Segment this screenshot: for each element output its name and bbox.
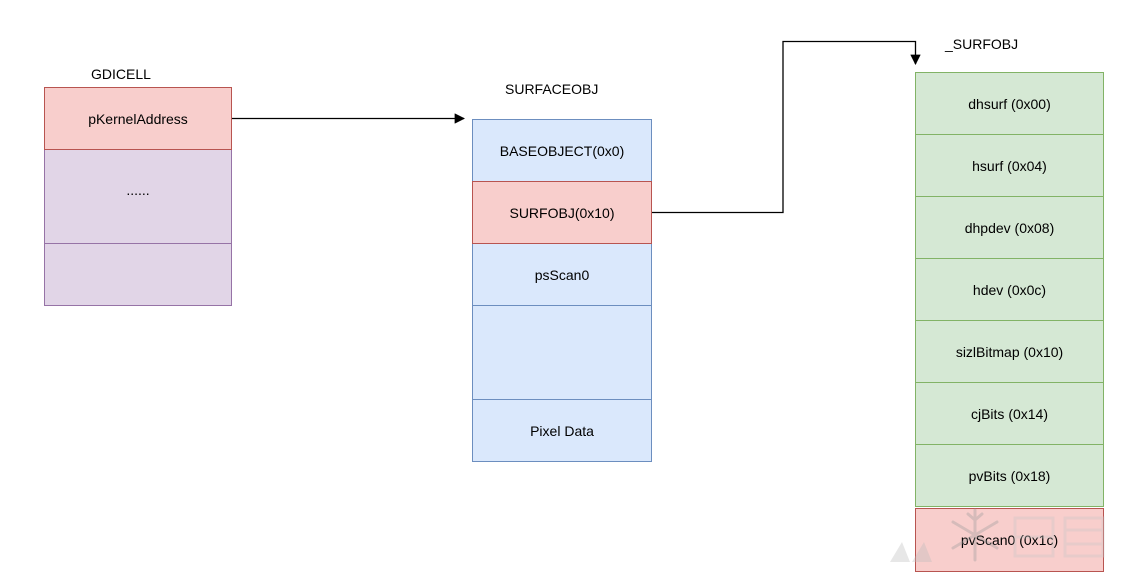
gdicell-struct: pKernelAddress ...... [44, 87, 232, 306]
surfobj-dhpdev-cell: dhpdev (0x08) [915, 196, 1104, 259]
gdicell-empty-cell [44, 243, 232, 306]
surfaceobj-title: SURFACEOBJ [505, 81, 599, 97]
cell-label: pvBits (0x18) [968, 467, 1051, 484]
cell-label: hsurf (0x04) [972, 157, 1047, 174]
surfobj-struct: dhsurf (0x00) hsurf (0x04) dhpdev (0x08)… [915, 72, 1104, 572]
surfobj-pvscan0-cell: pvScan0 (0x1c) [915, 508, 1104, 572]
cell-label: ...... [126, 181, 150, 198]
cell-label: BASEOBJECT(0x0) [499, 142, 625, 159]
surfaceobj-struct: BASEOBJECT(0x0) SURFOBJ(0x10) psScan0 Pi… [472, 119, 652, 462]
cell-label: cjBits (0x14) [970, 405, 1049, 422]
surfobj-cjbits-cell: cjBits (0x14) [915, 382, 1104, 445]
surfaceobj-baseobject-cell: BASEOBJECT(0x0) [472, 119, 652, 182]
arrow-surfobj-to-surfobj-struct [652, 40, 921, 214]
cell-label: sizlBitmap (0x10) [955, 343, 1064, 360]
gdicell-title: GDICELL [91, 66, 151, 82]
cell-label: Pixel Data [530, 422, 594, 439]
surfobj-sizlbitmap-cell: sizlBitmap (0x10) [915, 320, 1104, 383]
gdicell-ellipsis-cell: ...... [44, 149, 232, 244]
gdicell-pkerneladdress-cell: pKernelAddress [44, 87, 232, 150]
surfobj-hdev-cell: hdev (0x0c) [915, 258, 1104, 321]
surfobj-hsurf-cell: hsurf (0x04) [915, 134, 1104, 197]
surfaceobj-surfobj-cell: SURFOBJ(0x10) [472, 181, 652, 244]
cell-label: pKernelAddress [88, 110, 188, 127]
surfobj-title: _SURFOBJ [945, 36, 1019, 52]
cell-label: pvScan0 (0x1c) [960, 532, 1059, 548]
surfobj-dhsurf-cell: dhsurf (0x00) [915, 72, 1104, 135]
surfaceobj-psscan0-cell: psScan0 [472, 243, 652, 306]
cell-label: SURFOBJ(0x10) [509, 204, 615, 221]
cell-label: dhsurf (0x00) [968, 95, 1051, 112]
cell-label: hdev (0x0c) [972, 281, 1047, 298]
surfaceobj-empty-cell [472, 305, 652, 400]
surfaceobj-pixeldata-cell: Pixel Data [472, 399, 652, 462]
cell-label: dhpdev (0x08) [964, 219, 1055, 236]
surfobj-pvbits-cell: pvBits (0x18) [915, 444, 1104, 507]
cell-label: psScan0 [534, 266, 590, 283]
